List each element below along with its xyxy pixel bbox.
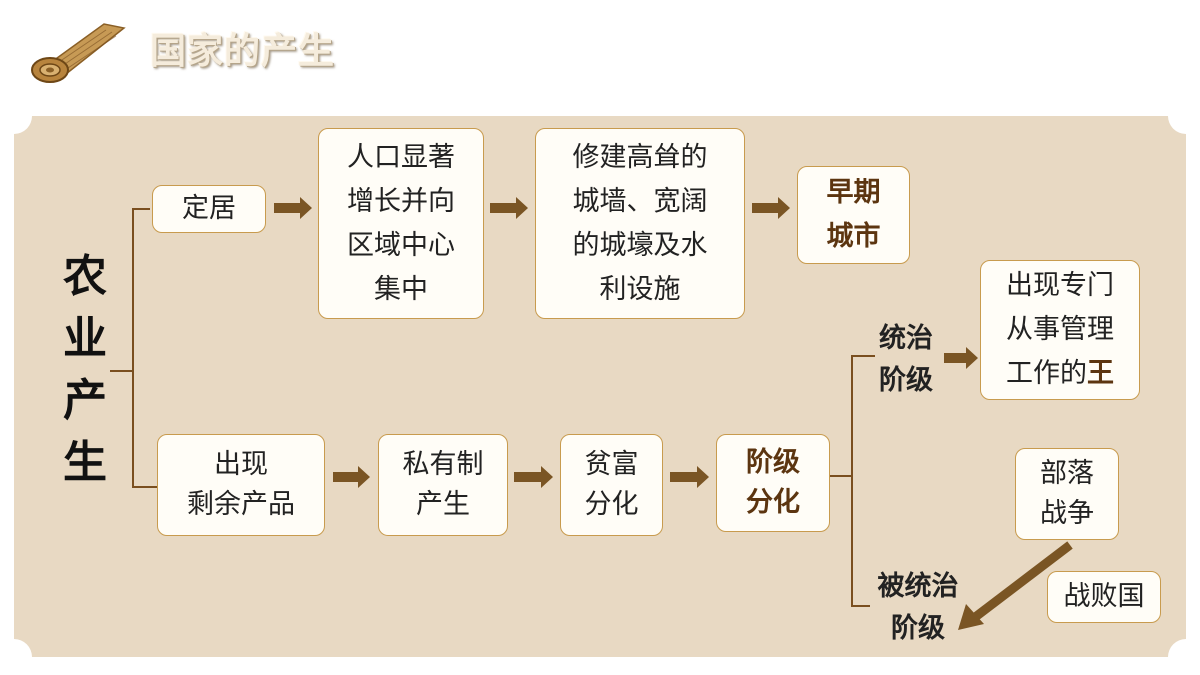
box-surplus: 出现 剩余产品 [157,434,325,536]
box-king: 出现专门 从事管理 工作的王 [980,260,1140,400]
label-ruling-class: 统治 阶级 [879,323,933,396]
box-tribal-war: 部落 战争 [1015,448,1119,540]
box-settle: 定居 [152,185,266,233]
king-highlight: 王 [1087,358,1114,389]
box-walls: 修建高耸的 城墙、宽阔 的城壕及水 利设施 [535,128,745,319]
box-class-division: 阶级 分化 [716,434,830,532]
arrow-right-icon [944,347,978,369]
arrow-right-icon [333,466,370,488]
box-defeated-state: 战败国 [1047,571,1161,623]
arrow-right-icon [490,197,528,219]
box-wealth: 贫富 分化 [560,434,663,536]
arrow-right-icon [274,197,312,219]
scroll-icon [26,18,136,88]
arrow-right-icon [514,466,553,488]
root-label: 农 业 产 生 [63,251,107,488]
label-ruled-class: 被统治 阶级 [877,571,959,644]
arrow-diagonal-icon [958,541,1073,630]
box-private: 私有制 产生 [378,434,508,536]
box-early-city: 早期 城市 [797,166,910,264]
box-population: 人口显著 增长并向 区域中心 集中 [318,128,484,319]
page-title: 国家的产生 [150,31,336,72]
king-text: 出现专门 从事管理 工作的 [1006,270,1114,389]
arrow-right-icon [670,466,709,488]
arrow-right-icon [752,197,790,219]
